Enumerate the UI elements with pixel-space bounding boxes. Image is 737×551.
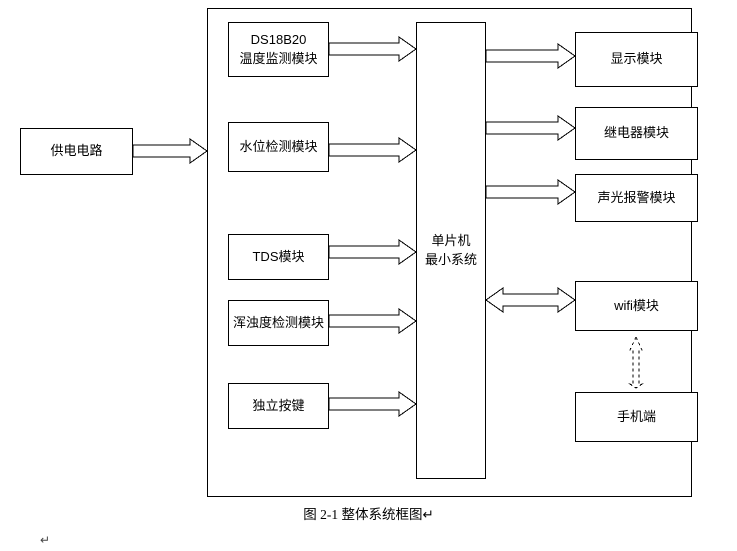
block-independent-keys[interactable]: 独立按键 [228,383,329,429]
block-mcu-minimum-system[interactable]: 单片机 最小系统 [416,22,486,479]
block-mcu-line-1: 最小系统 [424,251,477,267]
block-relay-module[interactable]: 继电器模块 [575,107,698,160]
block-tds-module[interactable]: TDS模块 [228,234,329,280]
block-tds-line-0: TDS模块 [252,248,305,264]
block-water-level-module[interactable]: 水位检测模块 [228,122,329,172]
block-ds18b20-temperature-module[interactable]: DS18B20 温度监测模块 [228,22,329,77]
arrow-power-to-system [132,138,208,164]
block-mobile-phone[interactable]: 手机端 [575,392,698,442]
block-wifi-line-0: wifi模块 [614,297,659,313]
block-ds18b20-line-0: DS18B20 [250,31,307,47]
figure-caption: 图 2-1 整体系统框图↵ [303,507,434,522]
block-phone-line-0: 手机端 [616,408,656,424]
block-relay-line-0: 继电器模块 [603,125,669,141]
block-sound-light-alarm-module[interactable]: 声光报警模块 [575,174,698,222]
block-display-module[interactable]: 显示模块 [575,32,698,87]
block-display-line-0: 显示模块 [610,51,663,67]
block-turbidity-line-0: 浑浊度检测模块 [232,314,324,330]
block-mcu-line-0: 单片机 [431,232,471,248]
block-power-circuit[interactable]: 供电电路 [20,128,133,175]
block-ds18b20-line-1: 温度监测模块 [239,50,318,66]
block-keys-line-0: 独立按键 [252,397,305,413]
footer-mark: ↵ [40,533,51,547]
system-frame [207,8,692,497]
block-turbidity-module[interactable]: 浑浊度检测模块 [228,300,329,346]
block-water-level-line-0: 水位检测模块 [239,138,318,154]
block-wifi-module[interactable]: wifi模块 [575,281,698,331]
block-power-circuit-line-0: 供电电路 [50,143,103,159]
block-alarm-line-0: 声光报警模块 [597,189,676,205]
